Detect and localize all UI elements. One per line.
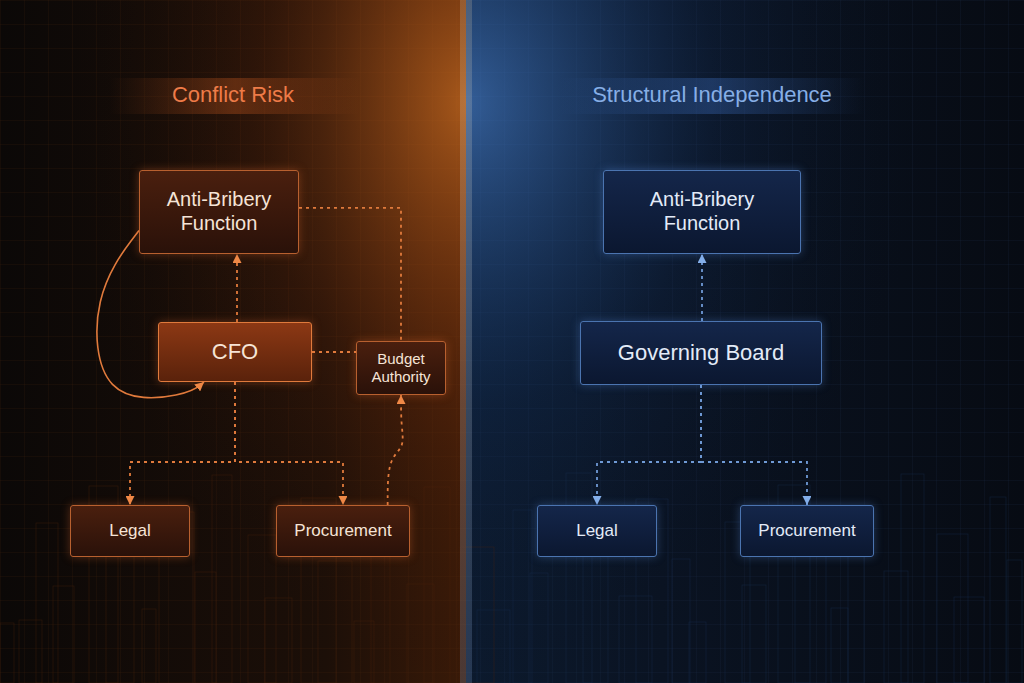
- left-glow: [0, 0, 466, 683]
- left-grid: [0, 0, 466, 683]
- node-label: Anti-Bribery Function: [620, 188, 784, 235]
- node-label: Anti-Bribery Function: [156, 188, 282, 235]
- divider-line: [465, 0, 467, 683]
- node-label: Legal: [576, 521, 618, 541]
- control-box: Anti-Bribery Function: [603, 170, 801, 254]
- node-label: CFO: [212, 339, 258, 365]
- connector: [299, 208, 401, 341]
- connector: [388, 395, 403, 505]
- node-label: Governing Board: [618, 340, 784, 366]
- connector: [701, 254, 703, 321]
- executive-box: CFO: [158, 322, 312, 382]
- control-box: Anti-Bribery Function: [139, 170, 299, 254]
- right-grid: [466, 0, 1024, 683]
- connector: [236, 254, 238, 322]
- department-box: Legal: [537, 505, 657, 557]
- connector: [235, 382, 343, 505]
- heading-bar: [110, 78, 360, 114]
- right-ground: [466, 0, 1024, 683]
- authority-box: Budget Authority: [356, 341, 446, 395]
- node-label: Procurement: [758, 521, 855, 541]
- node-label: Legal: [109, 521, 151, 541]
- panel-heading: Structural Independence: [592, 82, 832, 108]
- department-box: Procurement: [276, 505, 409, 557]
- divider-glow: [460, 0, 472, 683]
- node-label: Budget Authority: [362, 350, 440, 385]
- connector: [312, 351, 356, 353]
- connector: [701, 385, 807, 505]
- heading-bar: [560, 78, 865, 114]
- right-glow: [466, 0, 1024, 683]
- panel-heading: Conflict Risk: [172, 82, 294, 108]
- connector: [130, 382, 235, 505]
- department-box: Legal: [70, 505, 190, 557]
- node-label: Procurement: [294, 521, 391, 541]
- connector: [597, 385, 701, 505]
- department-box: Procurement: [740, 505, 873, 557]
- board-box: Governing Board: [580, 321, 822, 385]
- left-ground: [0, 0, 466, 683]
